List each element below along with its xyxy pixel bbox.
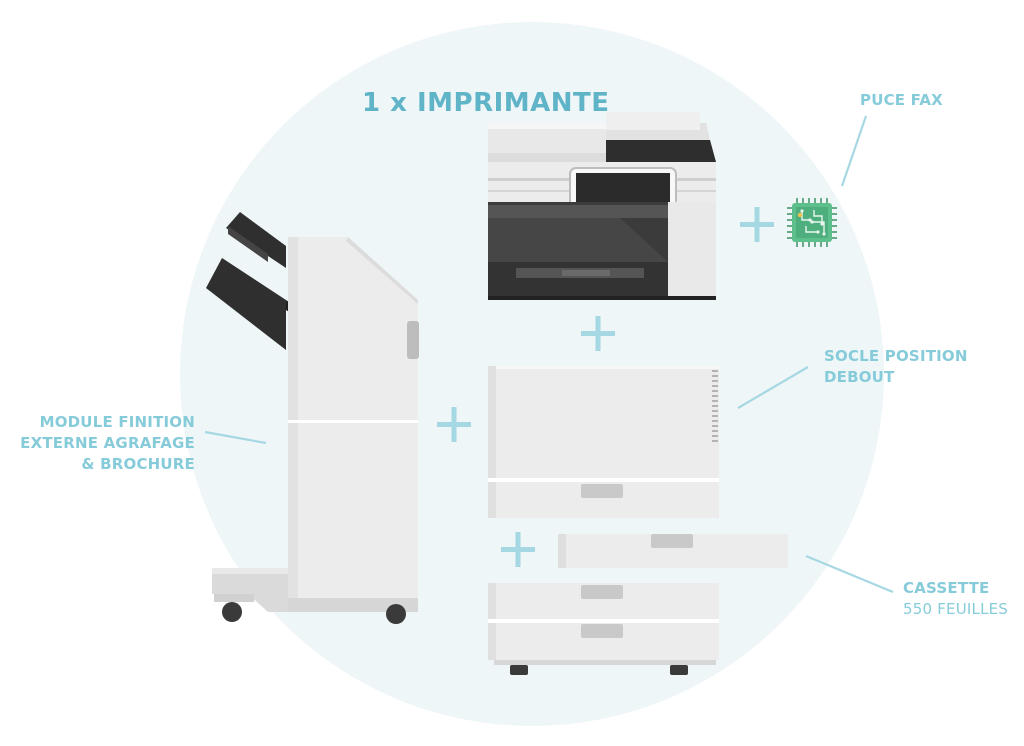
plus-icon	[501, 532, 535, 567]
page-title: 1 x IMPRIMANTE	[362, 88, 610, 118]
cassette-label: CASSETTE 550 FEUILLES	[903, 578, 1008, 620]
socle-label-line2: DEBOUT	[824, 368, 895, 386]
plus-icon	[740, 207, 774, 242]
cassette-label-line1: CASSETTE	[903, 579, 990, 597]
finisher-illustration	[206, 212, 419, 624]
printer-illustration	[488, 112, 716, 300]
finisher-label-line2: EXTERNE AGRAFAGE	[20, 434, 195, 452]
finisher-label-line1: MODULE FINITION	[39, 413, 195, 431]
socle-label-line1: SOCLE POSITION	[824, 347, 968, 365]
pedestal-illustration	[488, 366, 719, 518]
fax-label-text: PUCE FAX	[860, 91, 943, 109]
plus-icon	[437, 407, 471, 442]
fax-label: PUCE FAX	[860, 90, 943, 111]
leader-line-fax	[840, 115, 868, 187]
cassette-stack-illustration	[488, 583, 719, 675]
leader-line-cassette	[805, 554, 894, 594]
leader-line-finisher	[204, 430, 267, 445]
leader-line-socle	[737, 366, 809, 409]
finisher-label-line3: & BROCHURE	[81, 455, 195, 473]
cassette-label-line2: 550 FEUILLES	[903, 600, 1009, 618]
cassette-illustration	[558, 534, 788, 568]
plus-icon	[581, 316, 615, 351]
finisher-label: MODULE FINITION EXTERNE AGRAFAGE & BROCH…	[20, 412, 195, 475]
socle-label: SOCLE POSITION DEBOUT	[824, 346, 968, 388]
fax-chip-icon	[787, 198, 837, 247]
